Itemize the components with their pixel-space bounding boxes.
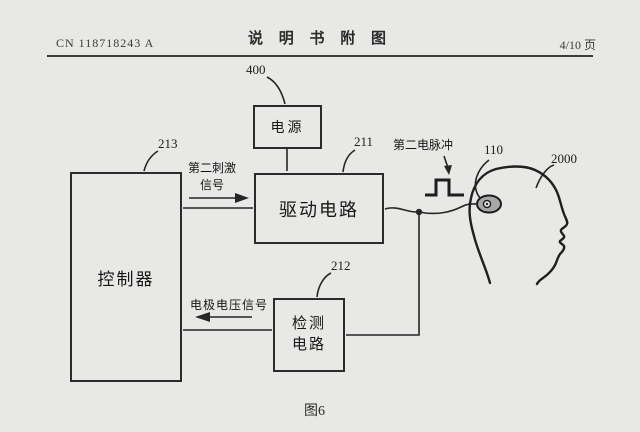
junction-dot bbox=[415, 208, 423, 216]
ref-numeral-drive: 211 bbox=[354, 134, 374, 149]
ref-numeral-head: 2000 bbox=[551, 151, 577, 166]
ref-numeral-power: 400 bbox=[246, 62, 266, 77]
patent-number: CN 118718243 A bbox=[56, 36, 155, 50]
pulse-waveform-icon bbox=[425, 178, 464, 197]
controller-label: 控制器 bbox=[97, 269, 155, 289]
pulse-pointer-arrowhead-icon bbox=[444, 165, 452, 175]
leader-110 bbox=[474, 159, 490, 200]
page-title: 说 明 书 附 图 bbox=[247, 31, 392, 47]
stimulus-signal-label-line2: 信号 bbox=[199, 178, 224, 192]
power-supply-block: 电源 bbox=[253, 105, 322, 149]
stimulus-arrowhead-icon bbox=[235, 193, 249, 203]
stimulus-signal-label-line1: 第二刺激 bbox=[187, 161, 236, 175]
ref-numeral-electrode: 110 bbox=[484, 142, 504, 157]
electrode-voltage-label: 电极电压信号 bbox=[189, 298, 268, 312]
head-outline bbox=[468, 165, 569, 286]
leader-400 bbox=[266, 76, 286, 105]
leader-2000 bbox=[535, 164, 555, 189]
detect-circuit-block: 检测 电路 bbox=[273, 298, 345, 372]
leader-213 bbox=[143, 150, 159, 172]
page-indicator: 4/10 页 bbox=[559, 38, 596, 52]
wire-drive-to-junction bbox=[384, 207, 419, 213]
electrode-icon bbox=[476, 194, 502, 214]
controller-block: 控制器 bbox=[70, 172, 182, 382]
header-rule bbox=[47, 55, 593, 57]
drive-circuit-label: 驱动电路 bbox=[279, 199, 359, 220]
electrode-contact-icon bbox=[482, 199, 492, 209]
voltage-arrowhead-icon bbox=[195, 312, 210, 322]
leader-212 bbox=[316, 272, 332, 298]
electrode-center-dot bbox=[485, 202, 489, 206]
pulse-pointer-line bbox=[443, 155, 449, 169]
figure-caption: 图6 bbox=[304, 404, 325, 419]
wire-junction-to-electrode bbox=[418, 203, 479, 215]
drive-circuit-block: 驱动电路 bbox=[254, 173, 384, 244]
power-supply-label: 电源 bbox=[270, 121, 305, 136]
pulse-label: 第二电脉冲 bbox=[392, 138, 453, 152]
ref-numeral-detect: 212 bbox=[331, 258, 351, 273]
detect-circuit-label-line2: 电路 bbox=[291, 337, 326, 353]
detect-circuit-label-line1: 检测 bbox=[291, 316, 326, 332]
ref-numeral-controller: 213 bbox=[158, 136, 178, 151]
leader-211 bbox=[342, 149, 356, 173]
